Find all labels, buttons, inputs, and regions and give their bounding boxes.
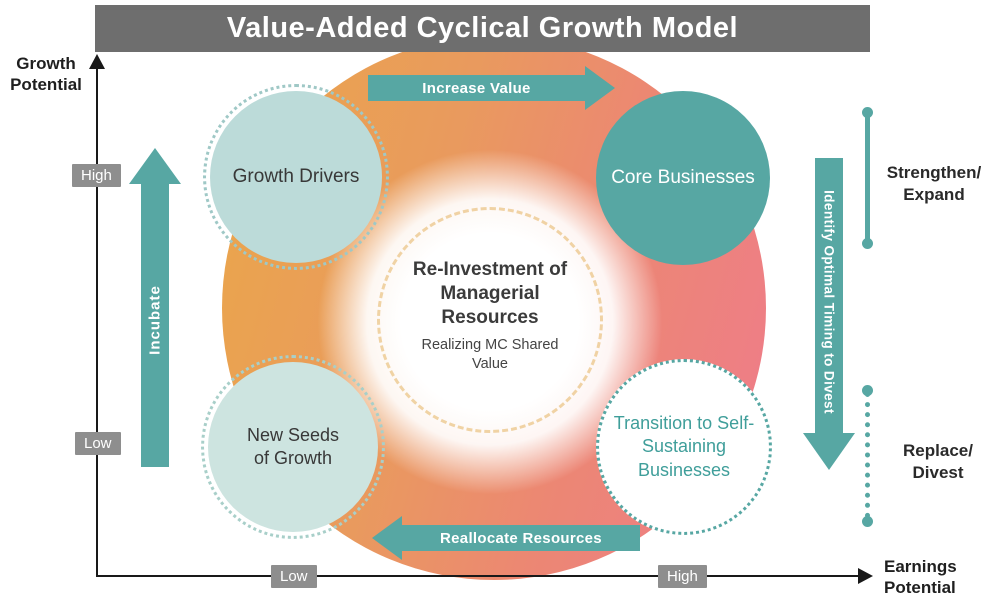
y-axis-arrow-icon <box>89 54 105 69</box>
arrow-increase-value-label: Increase Value <box>422 79 531 97</box>
arrow-incubate: Incubate <box>129 148 181 467</box>
x-axis-label-line2: Potential <box>884 578 956 598</box>
diagram-title: Value-Added Cyclical Growth Model <box>95 5 870 52</box>
replace-range-line <box>865 392 870 518</box>
line-endpoint-dot <box>862 238 873 249</box>
badge-y-low: Low <box>75 432 121 455</box>
strengthen-expand-label: Strengthen/ Expand <box>878 162 989 206</box>
circle-transition-label: Transition to Self-Sustaining Businesses <box>613 412 755 480</box>
arrow-reallocate-resources-body: Reallocate Resources <box>402 525 640 551</box>
circle-growth-drivers-label: Growth Drivers <box>232 165 360 187</box>
strengthen-label-line1: Strengthen/ <box>886 163 982 182</box>
x-axis-line <box>96 575 866 577</box>
circle-core-businesses-label: Core Businesses <box>611 166 755 188</box>
replace-label-line2: Divest <box>912 463 964 483</box>
center-title: Re-Investment of Managerial Resources <box>412 259 568 328</box>
arrow-identify-divest: Identify Optimal Timing to Divest <box>803 158 855 470</box>
y-axis-label: Growth Potential <box>2 53 90 96</box>
replace-divest-label: Replace/ Divest <box>888 440 988 484</box>
x-axis-label: Earnings Potential <box>884 556 957 599</box>
arrowhead-left-icon <box>372 516 402 560</box>
arrow-incubate-label: Incubate <box>146 285 164 356</box>
line-endpoint-dot <box>862 385 873 396</box>
arrow-increase-value-body: Increase Value <box>368 75 585 101</box>
replace-label-line1: Replace/ <box>903 441 973 460</box>
arrow-reallocate-resources: Reallocate Resources <box>372 516 640 560</box>
strengthen-label-line2: Expand <box>903 185 965 205</box>
arrow-increase-value: Increase Value <box>368 66 615 110</box>
center-subtitle: Realizing MC Shared Value <box>421 337 559 373</box>
circle-growth-drivers: Growth Drivers <box>203 84 389 270</box>
arrow-identify-divest-body <box>815 158 843 433</box>
x-axis-arrow-icon <box>858 568 873 584</box>
badge-x-low: Low <box>271 565 317 588</box>
line-endpoint-dot <box>862 107 873 118</box>
arrowhead-right-icon <box>585 66 615 110</box>
line-endpoint-dot <box>862 516 873 527</box>
center-dashed-ring-icon <box>377 207 603 433</box>
arrowhead-down-icon <box>803 433 855 470</box>
circle-core-businesses: Core Businesses <box>596 91 770 265</box>
badge-x-high: High <box>658 565 707 588</box>
badge-y-high: High <box>72 164 121 187</box>
circle-transition: Transition to Self-Sustaining Businesses <box>596 359 772 535</box>
y-axis-label-line2: Potential <box>10 75 82 95</box>
y-axis-line <box>96 68 98 577</box>
arrowhead-up-icon <box>129 148 181 184</box>
arrow-reallocate-resources-label: Reallocate Resources <box>440 529 602 547</box>
arrow-incubate-body <box>141 182 169 467</box>
circle-new-seeds: New Seeds of Growth <box>201 355 385 539</box>
arrow-identify-divest-label: Identify Optimal Timing to Divest <box>821 189 837 414</box>
x-axis-label-line1: Earnings <box>884 557 957 576</box>
y-axis-label-line1: Growth <box>16 54 76 73</box>
center-text-block: Re-Investment of Managerial Resources Re… <box>408 258 572 374</box>
circle-new-seeds-label: New Seeds of Growth <box>246 424 340 468</box>
strengthen-range-line <box>865 114 870 242</box>
